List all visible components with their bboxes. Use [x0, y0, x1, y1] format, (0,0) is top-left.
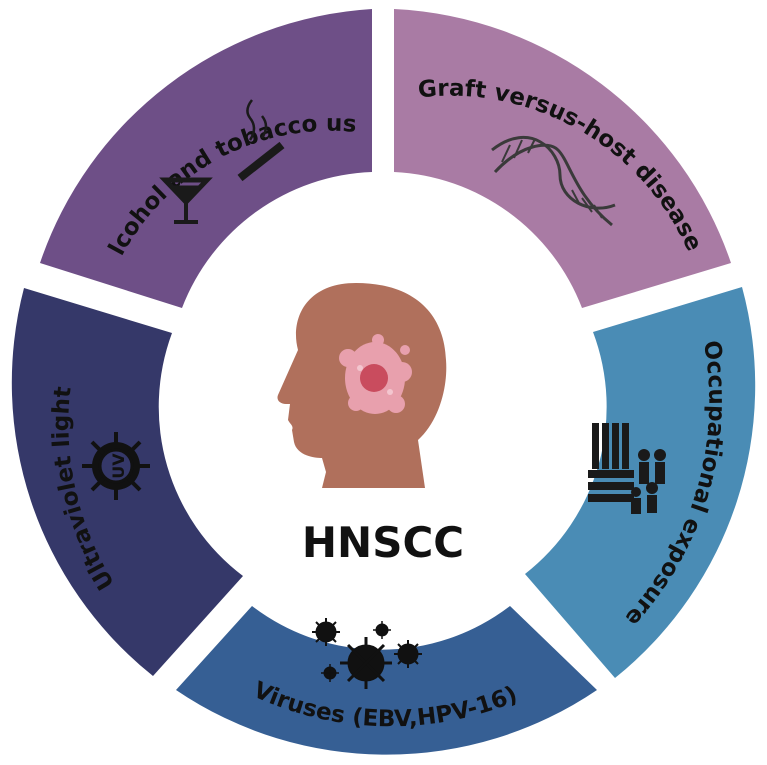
head-with-tumor-icon [277, 283, 447, 488]
virus-particles-icon [312, 618, 422, 689]
segment-uv: Ultraviolet light UV [11, 288, 243, 676]
industrial-workers-icon [588, 423, 666, 514]
segment-viruses: Viruses (EBV,HPV-16) [176, 606, 597, 755]
center-title: HNSCC [302, 518, 464, 567]
segment-viruses-shape [176, 606, 597, 755]
segment-alcohol-tobacco: Alcohol and tobacco use [0, 0, 372, 308]
uv-sun-icon: UV [82, 432, 150, 500]
cocktail-and-cigarette-icon [159, 99, 285, 224]
segment-gvhd: Graft versus-host disease [394, 9, 731, 308]
tumor [339, 334, 412, 414]
dna-helix-icon [491, 136, 616, 227]
svg-text:UV: UV [109, 453, 128, 479]
segment-alcohol-tobacco-shape [40, 9, 372, 308]
segment-occupational: Occupational exposure [525, 287, 756, 678]
